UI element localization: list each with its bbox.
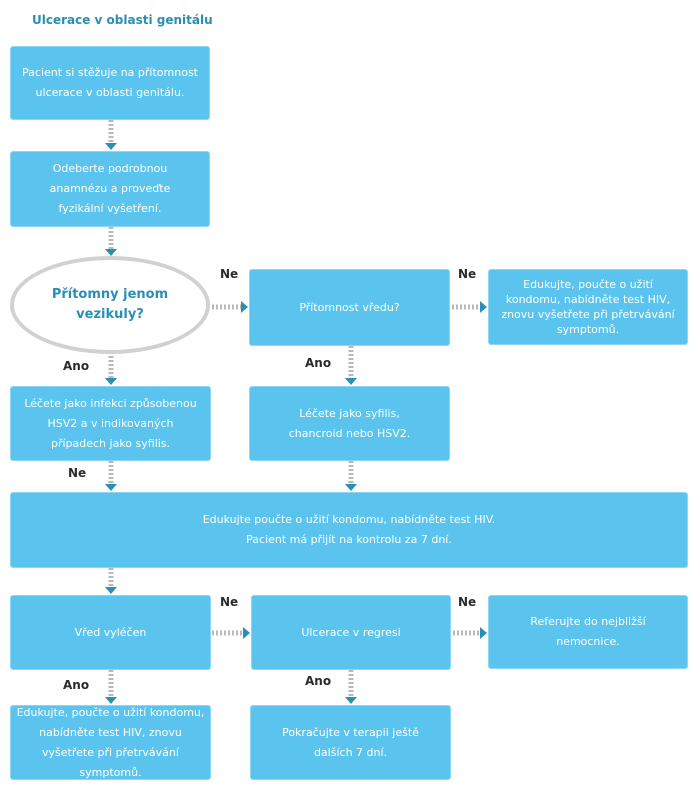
node-ulcer-decision: Přítomnost vředu?: [249, 269, 450, 346]
edge-label-healed-no: Ne: [220, 595, 239, 609]
node-vesicles-text: Přítomny jenom vezikuly?: [51, 287, 169, 322]
edge-label-healed-yes: Ano: [63, 678, 90, 692]
node-history: Odeberte podrobnou anamnézu a proveďte f…: [10, 151, 210, 227]
arrowhead-history-vesicles: [105, 249, 117, 256]
node-treat-hsv-text: Léčete jako infekci způsobenou HSV2 a v …: [24, 396, 197, 450]
node-treat-syphilis: Léčete jako syfilis, chancroid nebo HSV2…: [249, 386, 450, 461]
node-continue-text: Pokračujte v terapii ještě dalších 7 dní…: [282, 725, 419, 759]
node-educate-final: Edukujte, poučte o užití kondomu, nabídn…: [10, 705, 211, 780]
arrowhead-treat-syphilis-control: [345, 484, 357, 491]
node-treat-syphilis-text: Léčete jako syfilis, chancroid nebo HSV2…: [288, 406, 411, 440]
arrowhead-ulcer-educate: [480, 301, 487, 313]
arrowhead-control-healed: [105, 587, 117, 594]
node-refer: Referujte do nejbližší nemocnice.: [488, 595, 688, 669]
node-refer-text: Referujte do nejbližší nemocnice.: [530, 615, 646, 648]
node-regress-text: Ulcerace v regresi: [301, 625, 401, 639]
node-healed-text: Vřed vyléčen: [74, 625, 147, 639]
node-educate-control-text: Edukujte poučte o užití kondomu, nabídně…: [202, 513, 496, 546]
arrowhead-start-history: [105, 143, 117, 150]
arrowhead-treat-hsv-control: [105, 484, 117, 491]
node-start: Pacient si stěžuje na přítomnost ulcerac…: [10, 46, 210, 120]
node-continue: Pokračujte v terapii ještě dalších 7 dní…: [250, 705, 451, 780]
node-educate-final-text: Edukujte, poučte o užití kondomu, nabídn…: [16, 705, 205, 779]
node-educate-retest: Edukujte, poučte o užití kondomu, nabídn…: [488, 269, 688, 345]
node-ulcer-text: Přítomnost vředu?: [299, 300, 400, 314]
arrowhead-healed-final: [105, 697, 117, 704]
arrowhead-regress-refer: [480, 627, 487, 639]
node-regress-decision: Ulcerace v regresi: [251, 595, 451, 670]
edge-label-ulcer-no: Ne: [458, 267, 477, 281]
edge-label-ulcer-yes: Ano: [305, 356, 332, 370]
diagram-title: Ulcerace v oblasti genitálu: [32, 13, 213, 27]
arrowhead-regress-continue: [345, 697, 357, 704]
node-start-text: Pacient si stěžuje na přítomnost ulcerac…: [22, 66, 198, 99]
edge-label-regress-yes: Ano: [305, 674, 332, 688]
arrowhead-healed-regress: [243, 627, 250, 639]
node-vesicles-decision: Přítomny jenom vezikuly?: [10, 256, 210, 354]
edge-label-regress-no: Ne: [458, 595, 477, 609]
edge-label-vesicles-no: Ne: [220, 267, 239, 281]
arrowhead-ulcer-treat-syphilis: [345, 378, 357, 385]
node-healed-decision: Vřed vyléčen: [10, 595, 211, 670]
arrowhead-vesicles-ulcer: [241, 301, 248, 313]
node-treat-hsv: Léčete jako infekci způsobenou HSV2 a v …: [10, 386, 211, 461]
arrowhead-vesicles-treat-hsv: [105, 378, 117, 385]
node-history-text: Odeberte podrobnou anamnézu a proveďte f…: [49, 162, 171, 215]
node-educate-control: Edukujte poučte o užití kondomu, nabídně…: [10, 492, 688, 568]
edge-label-vesicles-yes: Ano: [63, 359, 90, 373]
edge-label-treat-hsv-no: Ne: [68, 466, 87, 480]
node-educate-retest-text: Edukujte, poučte o užití kondomu, nabídn…: [501, 278, 675, 336]
